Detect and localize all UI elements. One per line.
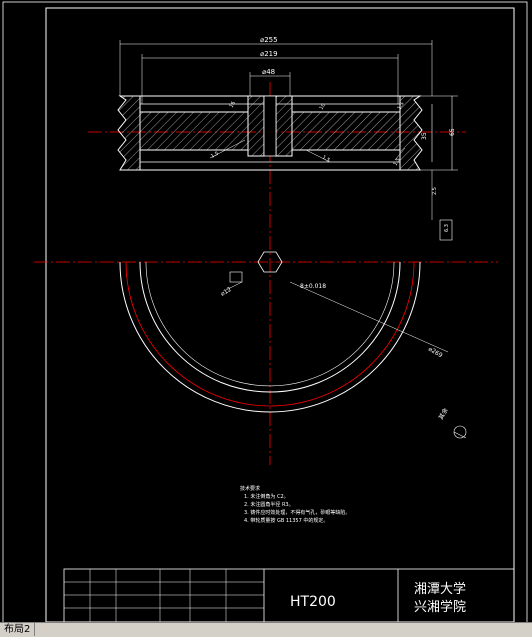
drawing-canvas: ⌀255 ⌀219 ⌀48 65 35 16 10 2.5 6.3 1.5 1.… xyxy=(2,1,528,622)
dim-r1: 1.5 xyxy=(210,151,220,160)
web-right xyxy=(291,111,401,151)
layout-tab[interactable]: 布局2 xyxy=(0,623,36,636)
tech-note-4: 4. 带轮质量按 GB 11357 中的规定。 xyxy=(244,518,329,524)
left-rim xyxy=(117,95,141,171)
front-view xyxy=(34,251,498,439)
outer-border xyxy=(2,1,528,622)
hub-left xyxy=(247,95,265,157)
tech-note-3: 3. 铸件应时效处理，不得有气孔，砂眼等缺陷。 xyxy=(244,510,351,516)
outer-arc xyxy=(119,261,421,413)
dim-h65: 65 xyxy=(449,128,456,136)
dim-t16: 16 xyxy=(229,100,237,109)
dim-d48: ⌀48 xyxy=(262,68,275,76)
dim-t10: 10 xyxy=(319,102,327,111)
tech-note-1: 1. 未注倒角为 C2。 xyxy=(244,494,289,500)
bore xyxy=(263,95,277,157)
red-arc xyxy=(125,261,415,407)
dim-gap25: 2.5 xyxy=(432,187,438,195)
tech-notes-title: 技术要求 xyxy=(240,486,261,492)
material-label: HT200 xyxy=(290,594,336,610)
hub-right xyxy=(275,95,293,157)
dim-s-rad: 8±0.018 xyxy=(300,283,326,290)
dim-d219: ⌀219 xyxy=(260,50,278,58)
dim-r4: 1.5 xyxy=(397,101,406,111)
dim-r3: 1.5 xyxy=(393,157,402,167)
roughness-box xyxy=(439,219,453,241)
right-rim xyxy=(399,95,423,171)
dim-r2: 1.5 xyxy=(321,155,331,164)
title-block xyxy=(63,568,515,622)
inner-arc xyxy=(139,261,401,393)
school-name-line2: 兴湘学院 xyxy=(414,600,467,615)
dim-roughness: 6.3 xyxy=(444,224,450,232)
dim-h35: 35 xyxy=(421,132,428,140)
dim-d255: ⌀255 xyxy=(260,36,278,44)
section-view xyxy=(88,40,466,465)
layout-tab-strip: 布局2 xyxy=(0,622,532,637)
school-name-line1: 湘潭大学 xyxy=(414,582,467,597)
roughness-circle xyxy=(453,425,467,439)
web-left xyxy=(139,111,249,151)
dim-remain: 其余 xyxy=(437,407,450,421)
keyway xyxy=(229,271,243,283)
dim-d269: ⌀269 xyxy=(427,346,444,360)
dim-d12: ⌀12 xyxy=(220,286,233,298)
drawing-frame xyxy=(45,7,515,622)
tech-note-2: 2. 未注圆角半径 R3。 xyxy=(244,502,294,508)
inner-arc-2 xyxy=(145,261,395,387)
hub-hex xyxy=(257,251,283,273)
